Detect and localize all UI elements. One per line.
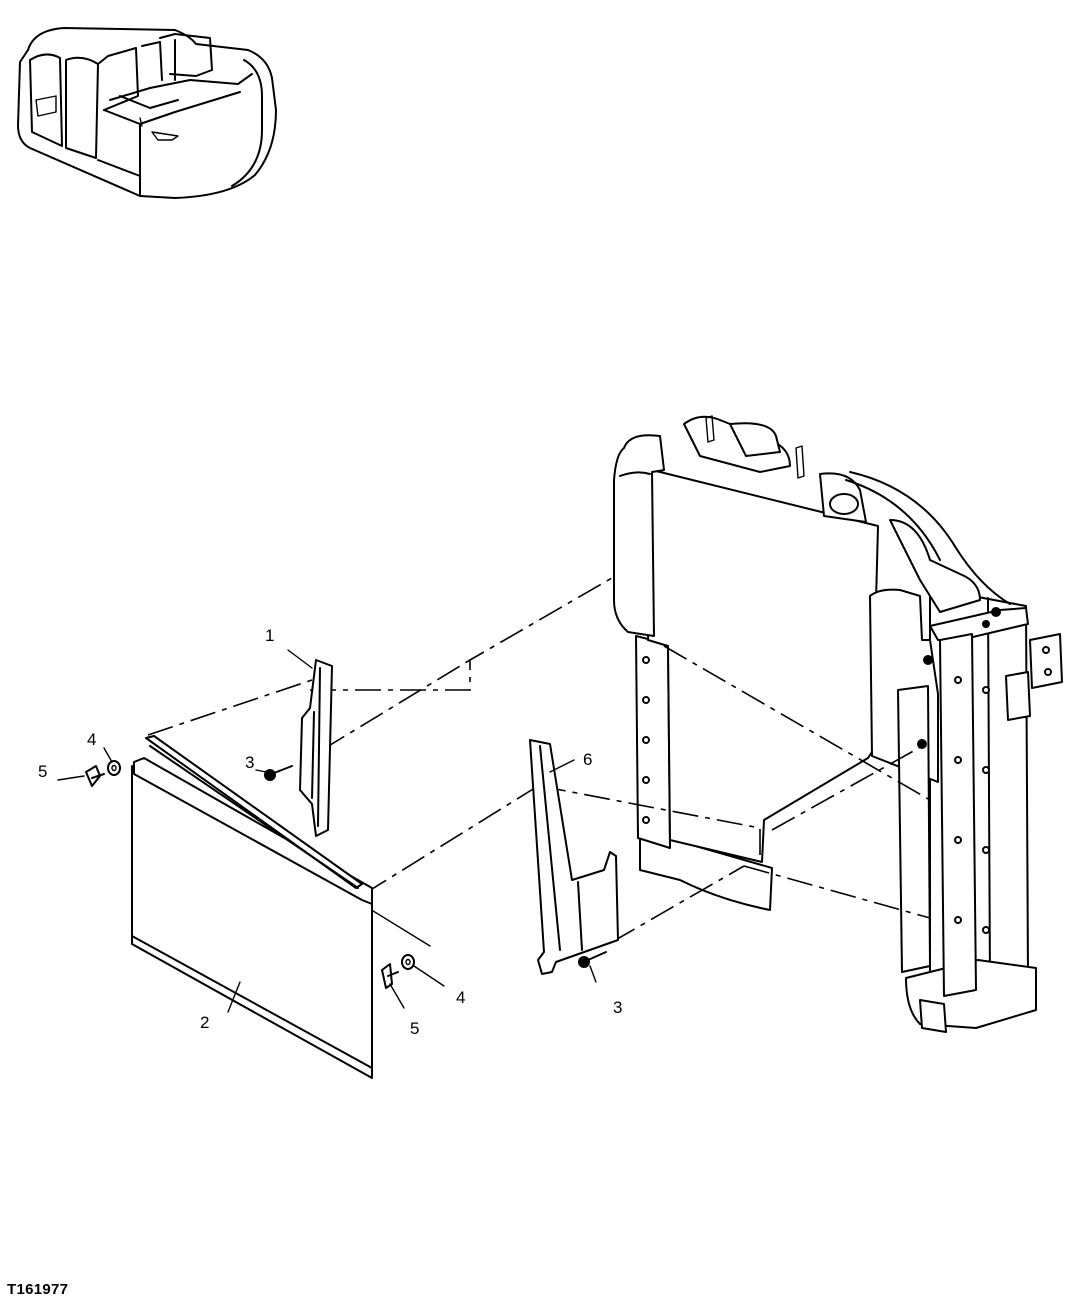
support-bracket-right bbox=[529, 739, 619, 975]
callout-washer-left: 4 bbox=[87, 730, 96, 749]
excavator-locator-illustration bbox=[17, 27, 277, 199]
support-bracket-left bbox=[299, 659, 333, 837]
callout-screen: 2 bbox=[200, 1013, 209, 1032]
figure-id: T161977 bbox=[7, 1281, 69, 1298]
callout-wing-nut-right: 5 bbox=[410, 1019, 419, 1038]
wing-nut-right bbox=[381, 963, 399, 989]
bolt-left bbox=[264, 765, 293, 781]
wing-nut-left bbox=[85, 765, 105, 787]
callout-leaders bbox=[57, 649, 597, 1013]
radiator-assembly bbox=[613, 415, 1063, 1033]
screen-panel bbox=[131, 735, 373, 1079]
alignment-leaders bbox=[147, 577, 931, 947]
callout-bracket-right: 6 bbox=[583, 750, 592, 769]
washer-left bbox=[107, 760, 121, 776]
washer-right bbox=[401, 954, 415, 970]
callout-wing-nut-left: 5 bbox=[38, 762, 47, 781]
callout-bolt-left: 3 bbox=[245, 753, 254, 772]
bolt-right bbox=[578, 951, 607, 968]
callout-bracket-left: 1 bbox=[265, 626, 274, 645]
callout-washer-right: 4 bbox=[456, 988, 465, 1007]
callout-bolt-right: 3 bbox=[613, 998, 622, 1017]
